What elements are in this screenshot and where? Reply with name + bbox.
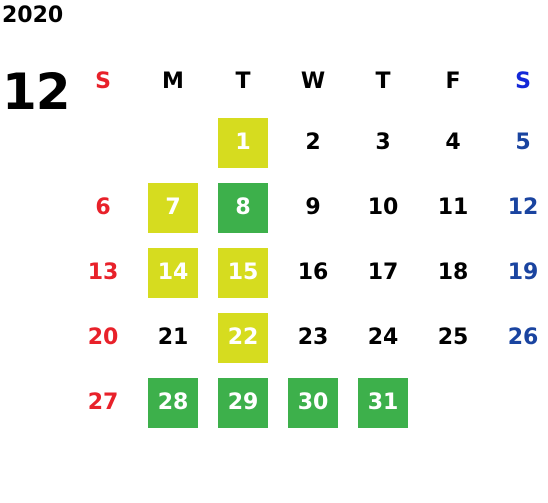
calendar-cell[interactable]: 24 [348, 305, 418, 370]
calendar-cell[interactable]: 11 [418, 175, 488, 240]
day-30[interactable]: 30 [288, 377, 338, 428]
calendar-cell[interactable]: 28 [138, 370, 208, 435]
calendar-cell[interactable]: 25 [418, 305, 488, 370]
calendar-cell[interactable]: 22 [208, 305, 278, 370]
calendar-cell [68, 110, 138, 175]
day-14[interactable]: 14 [148, 247, 198, 298]
calendar-cell[interactable]: 13 [68, 240, 138, 305]
weekday-header-mon: M [162, 68, 184, 94]
calendar-cell[interactable]: 19 [488, 240, 548, 305]
day-29[interactable]: 29 [218, 377, 268, 428]
calendar-cell[interactable]: 29 [208, 370, 278, 435]
calendar-cell[interactable]: 17 [348, 240, 418, 305]
day-18[interactable]: 18 [437, 260, 469, 285]
day-8[interactable]: 8 [218, 182, 268, 233]
day-22[interactable]: 22 [218, 312, 268, 363]
calendar-cell[interactable]: 26 [488, 305, 548, 370]
day-26[interactable]: 26 [507, 325, 539, 350]
day-25[interactable]: 25 [437, 325, 469, 350]
calendar-cell [418, 370, 488, 435]
day-13[interactable]: 13 [87, 260, 119, 285]
calendar-cell[interactable]: 9 [278, 175, 348, 240]
day-23[interactable]: 23 [297, 325, 329, 350]
day-9[interactable]: 9 [305, 195, 321, 220]
weekday-header-fri: F [445, 68, 461, 94]
day-7[interactable]: 7 [148, 182, 198, 233]
calendar-cell[interactable]: 21 [138, 305, 208, 370]
calendar-cell[interactable]: 20 [68, 305, 138, 370]
calendar-cell[interactable]: 10 [348, 175, 418, 240]
year-label: 2020 [2, 3, 64, 28]
day-31[interactable]: 31 [358, 377, 408, 428]
day-27[interactable]: 27 [87, 390, 119, 415]
day-17[interactable]: 17 [367, 260, 399, 285]
calendar-cell[interactable]: 7 [138, 175, 208, 240]
day-10[interactable]: 10 [367, 195, 399, 220]
day-4[interactable]: 4 [445, 130, 461, 155]
day-28[interactable]: 28 [148, 377, 198, 428]
calendar-cell[interactable]: 5 [488, 110, 548, 175]
calendar-cell[interactable]: 2 [278, 110, 348, 175]
day-12[interactable]: 12 [507, 195, 539, 220]
day-11[interactable]: 11 [437, 195, 469, 220]
calendar-cell[interactable]: 6 [68, 175, 138, 240]
day-3[interactable]: 3 [375, 130, 391, 155]
day-1[interactable]: 1 [218, 117, 268, 168]
day-16[interactable]: 16 [297, 260, 329, 285]
weekday-header-tue: T [235, 68, 251, 94]
calendar-cell[interactable]: 31 [348, 370, 418, 435]
weekday-header-wed: W [300, 68, 326, 94]
day-20[interactable]: 20 [87, 325, 119, 350]
weekday-header-thu: T [375, 68, 391, 94]
calendar-cell[interactable]: 4 [418, 110, 488, 175]
calendar-cell[interactable]: 1 [208, 110, 278, 175]
calendar-cell[interactable]: 16 [278, 240, 348, 305]
day-6[interactable]: 6 [95, 195, 111, 220]
calendar-cell[interactable]: 14 [138, 240, 208, 305]
calendar-cell[interactable]: 12 [488, 175, 548, 240]
weekday-header-sun: S [95, 68, 111, 94]
weekday-header-sat: S [515, 68, 531, 94]
calendar-cell[interactable]: 8 [208, 175, 278, 240]
day-24[interactable]: 24 [367, 325, 399, 350]
calendar-cell[interactable]: 30 [278, 370, 348, 435]
day-15[interactable]: 15 [218, 247, 268, 298]
calendar-cell[interactable]: 3 [348, 110, 418, 175]
calendar-cell[interactable]: 23 [278, 305, 348, 370]
day-19[interactable]: 19 [507, 260, 539, 285]
calendar-cell[interactable]: 15 [208, 240, 278, 305]
day-5[interactable]: 5 [515, 130, 531, 155]
month-number: 12 [2, 63, 71, 121]
calendar-cell [488, 370, 548, 435]
day-21[interactable]: 21 [157, 325, 189, 350]
calendar-cell[interactable]: 27 [68, 370, 138, 435]
calendar-cell [138, 110, 208, 175]
day-2[interactable]: 2 [305, 130, 321, 155]
calendar-cell[interactable]: 18 [418, 240, 488, 305]
